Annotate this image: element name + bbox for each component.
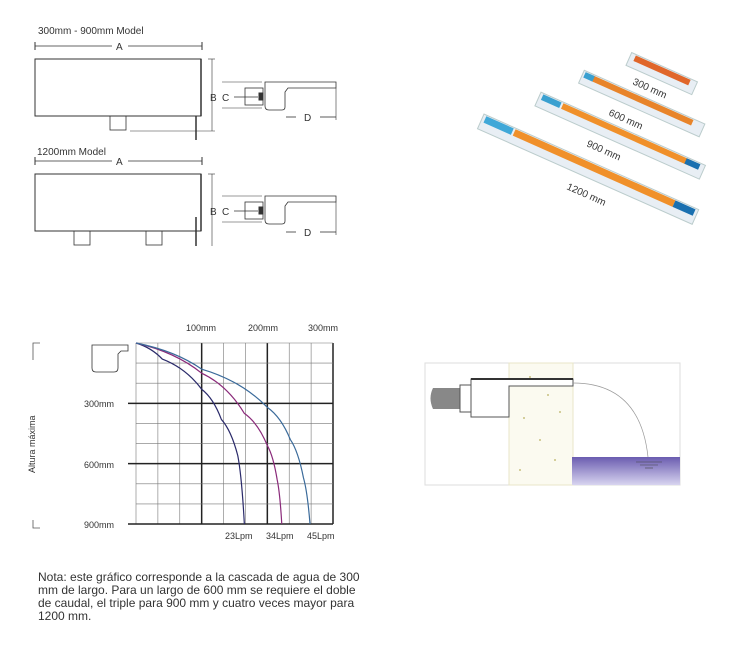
flow-curve-23Lpm — [135, 342, 245, 525]
dim-a-label: A — [116, 42, 123, 53]
dim-c-label: C — [222, 207, 229, 218]
series-label: 23Lpm — [225, 531, 253, 541]
flow-curve-34Lpm — [135, 342, 283, 525]
dim-d-label: D — [304, 113, 311, 124]
size-label: 1200 mm — [565, 182, 608, 209]
x-tick-label: 300mm — [308, 323, 338, 333]
dim-a-label: A — [116, 157, 123, 168]
dim-c-label: C — [222, 93, 229, 104]
product-photo: 300 mm 600 mm 900 mm 1200 mm — [476, 51, 707, 225]
y-tick-label: 900mm — [84, 520, 114, 530]
flow-curve-45Lpm — [135, 342, 311, 525]
flow-chart: Altura máxima 100mm 200mm 300mm 300mm 60… — [27, 323, 338, 541]
y-tick-label: 600mm — [84, 460, 114, 470]
series-label: 34Lpm — [266, 531, 294, 541]
dim-b-label: B — [210, 207, 217, 218]
small-model-drawing: 300mm - 900mm Model A B C D — [34, 26, 337, 140]
chart-note: Nota: este gráfico corresponde a la casc… — [38, 570, 360, 623]
small-model-title: 300mm - 900mm Model — [38, 26, 144, 37]
chart-ylabel: Altura máxima — [27, 415, 37, 473]
large-model-title: 1200mm Model — [37, 147, 106, 158]
x-tick-label: 200mm — [248, 323, 278, 333]
y-tick-label: 300mm — [84, 399, 114, 409]
dim-b-label: B — [210, 93, 217, 104]
spout-profile-icon — [91, 344, 129, 373]
large-model-drawing: 1200mm Model A B C D — [34, 147, 337, 246]
series-label: 45Lpm — [307, 531, 335, 541]
installation-section — [424, 362, 681, 486]
x-tick-label: 100mm — [186, 323, 216, 333]
dim-d-label: D — [304, 228, 311, 239]
